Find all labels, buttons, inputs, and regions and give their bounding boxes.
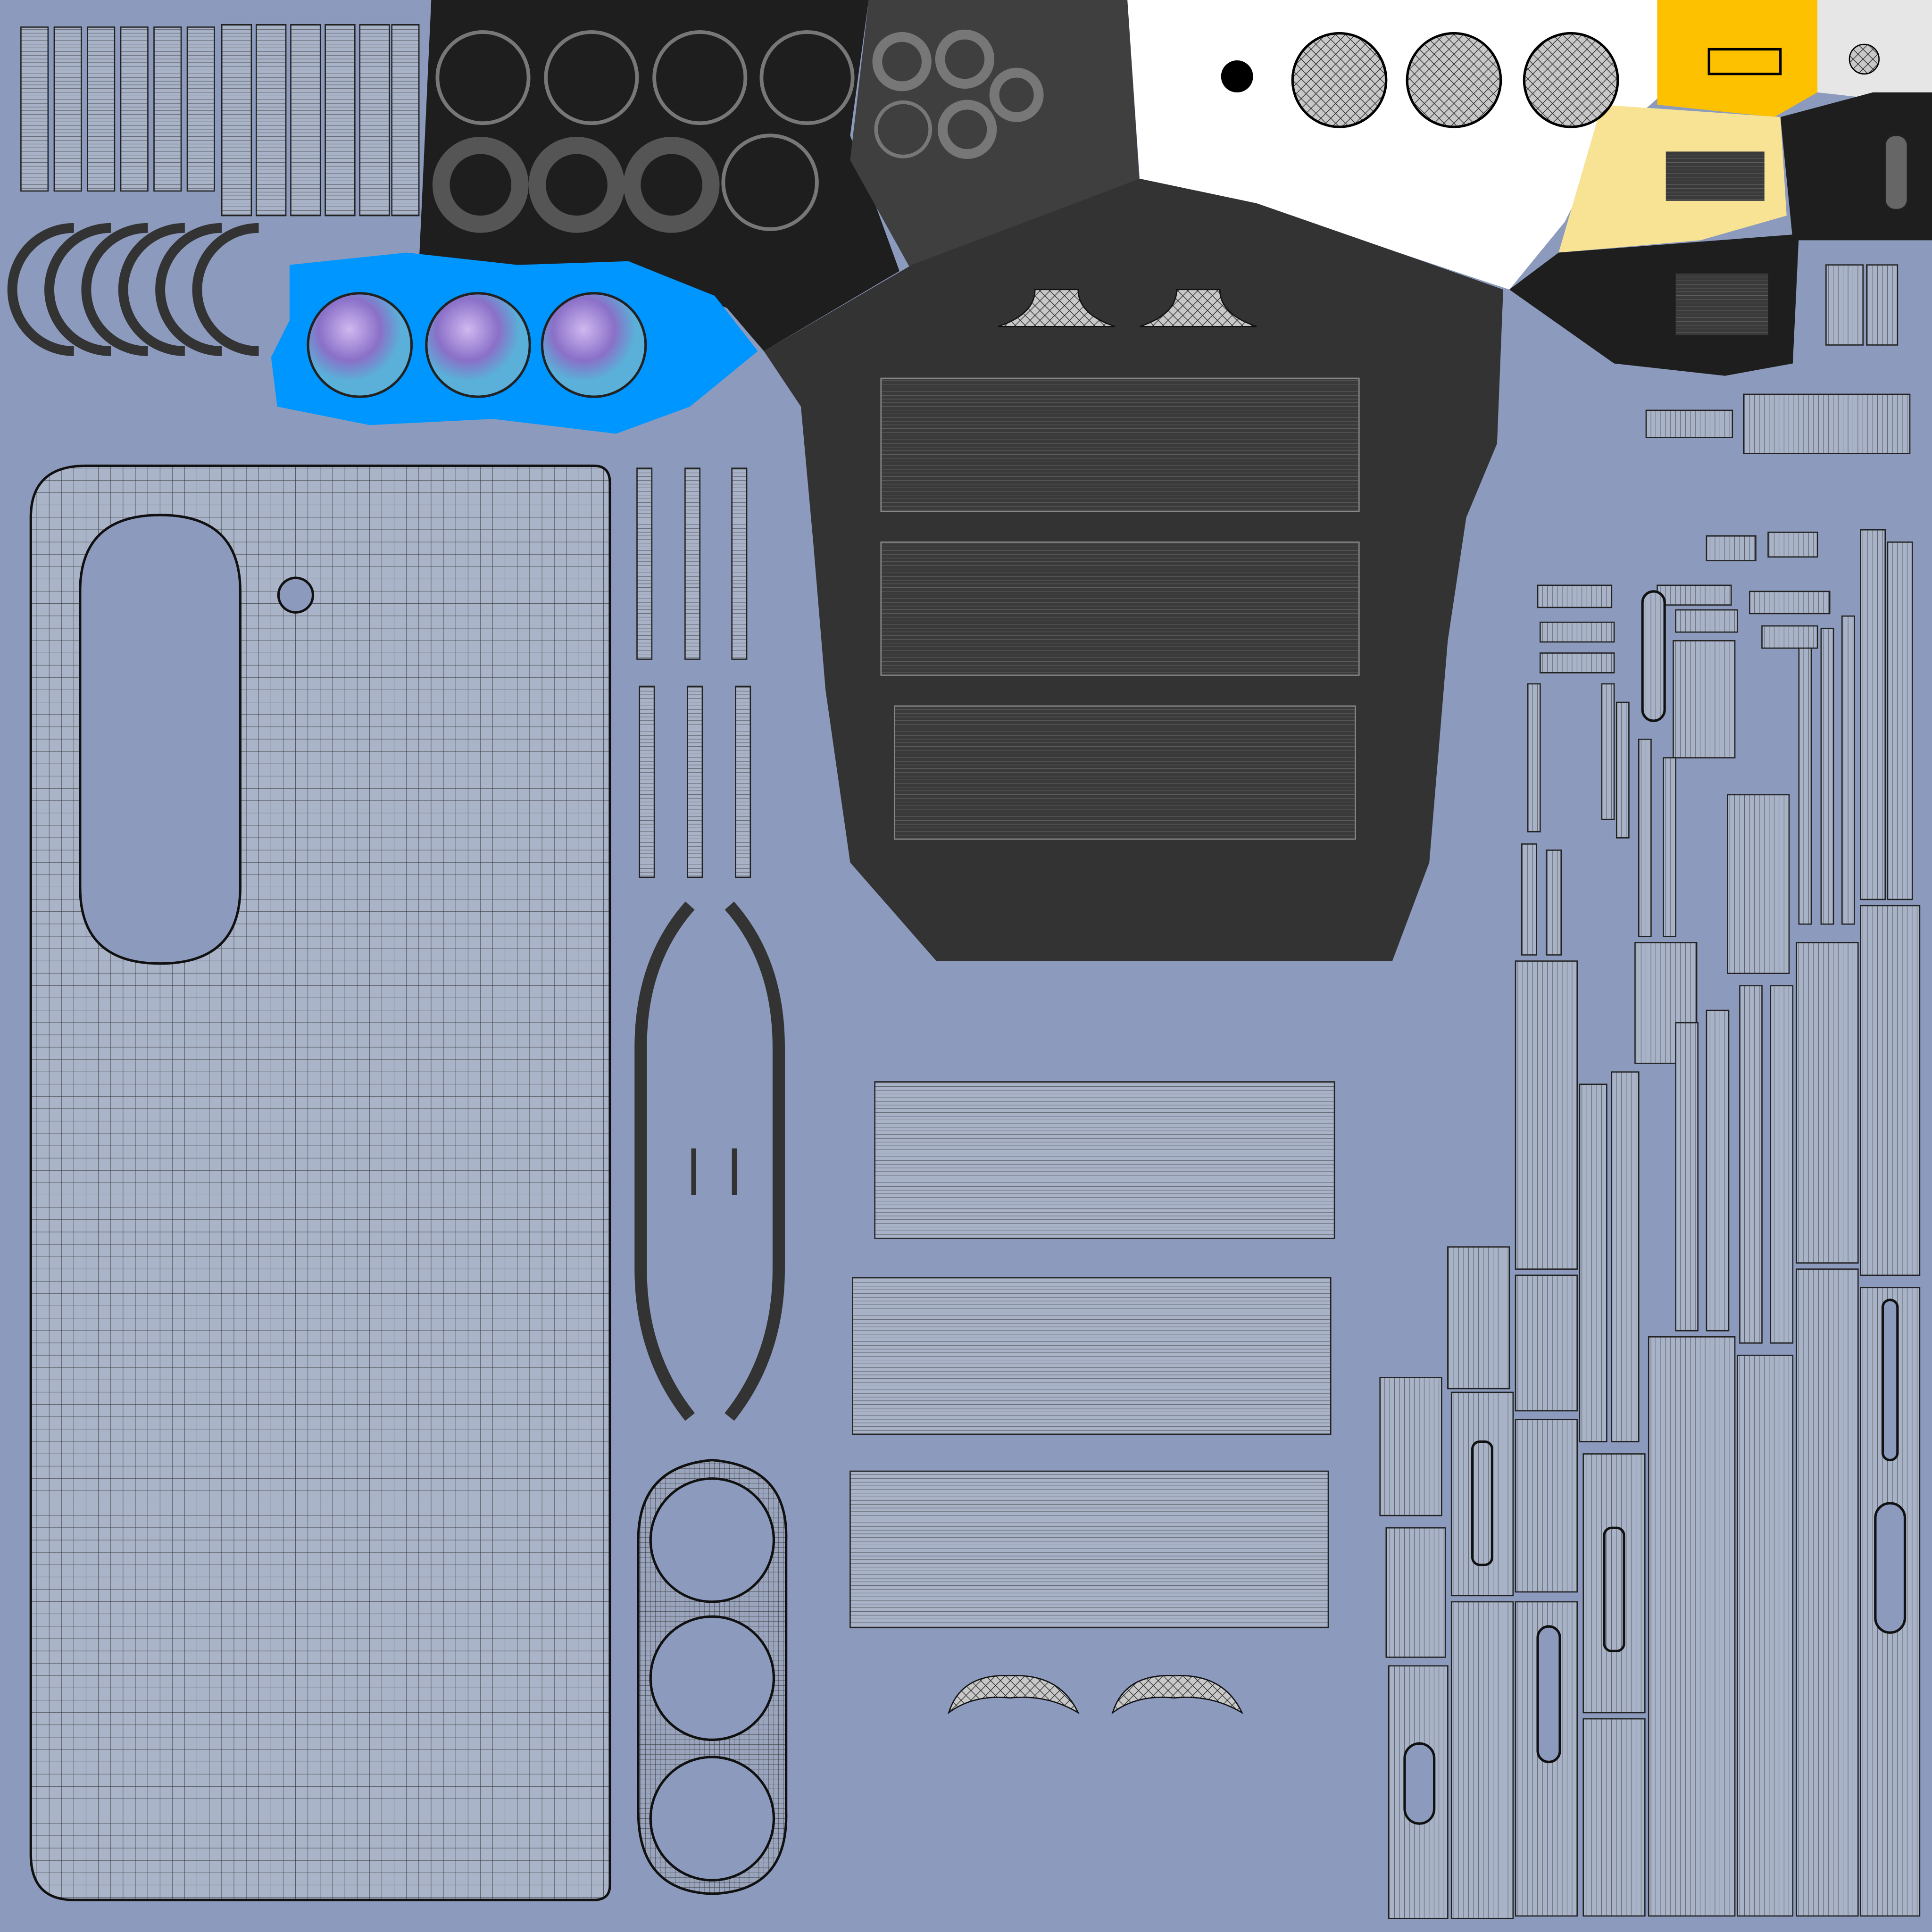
light-yellow-island (1666, 151, 1765, 201)
lens-island-1 (307, 292, 413, 398)
lens-island-2 (425, 292, 531, 398)
dot (1221, 60, 1253, 92)
sphere-island-3 (1523, 32, 1619, 128)
lens-island-3 (541, 292, 647, 398)
right-column-strips (1379, 529, 1921, 1919)
sphere-island-2 (1406, 32, 1502, 128)
sphere-island-small (1849, 43, 1880, 75)
yellow-region (1657, 0, 1818, 117)
small-right-islands (1645, 135, 1911, 454)
yellow-island (1707, 48, 1782, 75)
black-right-island (1675, 273, 1768, 335)
camera-cutout (79, 514, 242, 965)
top-left-strips (20, 24, 420, 217)
black-region-lower-right (1509, 234, 1799, 376)
speaker-grille-dots (1471, 1440, 1625, 1653)
flash-cutout (277, 576, 315, 614)
pill-island (1641, 590, 1666, 722)
black-region-right (1780, 92, 1932, 241)
frame-arcs (634, 901, 785, 1421)
black-region-top (419, 0, 899, 351)
sphere-island-1 (1291, 32, 1388, 128)
ring-islands (432, 29, 1044, 233)
right-cutouts (1403, 1299, 1907, 1825)
side-strips (636, 467, 751, 878)
lower-middle-strips (849, 1081, 1335, 1629)
camera-bump-holes (649, 1477, 775, 1882)
speaker-islands (947, 289, 1257, 1715)
arc-strips (7, 223, 259, 356)
tiny-right-islands (1537, 532, 1831, 674)
dark-panel-strips (880, 377, 1360, 840)
